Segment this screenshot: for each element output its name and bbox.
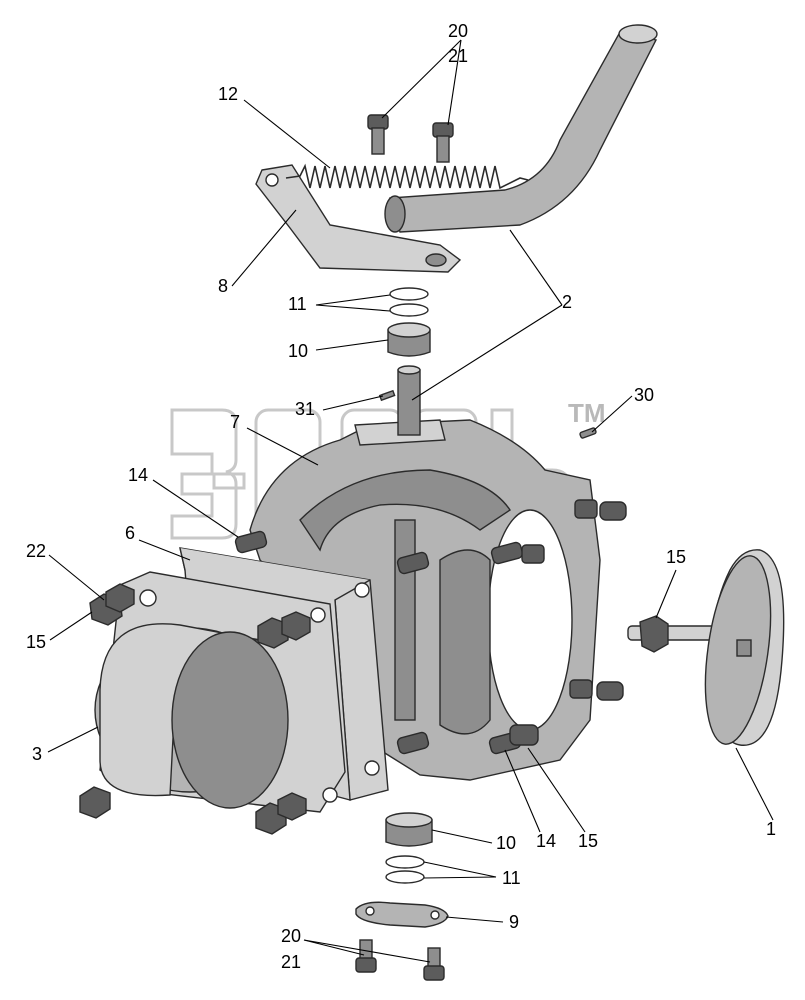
flange-nuts [79, 583, 311, 835]
callout-30: 30 [634, 385, 654, 405]
callout-15-bottom: 15 [578, 831, 598, 851]
callout-11-bottom: 11 [502, 868, 521, 888]
cover-plate [355, 901, 449, 928]
upper-bushing [387, 322, 431, 357]
callout-14-bottom: 14 [536, 831, 556, 851]
callout-21-bottom: 21 [281, 952, 301, 972]
callout-8: 8 [218, 276, 228, 296]
callout-10-bottom: 10 [496, 833, 516, 853]
return-spring [285, 163, 529, 190]
lever-bracket [255, 164, 462, 273]
callout-7: 7 [230, 412, 240, 432]
callout-22: 22 [26, 541, 46, 561]
callout-labels: 20 21 12 8 11 10 2 31 30 7 14 6 22 15 15… [26, 21, 776, 972]
leader-lines [47, 39, 774, 963]
callout-15-right: 15 [666, 547, 686, 567]
callout-3: 3 [32, 744, 42, 764]
callout-20-top: 20 [448, 21, 468, 41]
callout-2: 2 [562, 292, 572, 312]
callout-20-bottom: 20 [281, 926, 301, 946]
inlet-flange [94, 571, 346, 813]
throttle-disc [627, 549, 785, 746]
callout-21-top: 21 [448, 46, 468, 66]
lower-washers [385, 855, 425, 884]
pin-30 [579, 427, 597, 439]
lower-bushing [385, 812, 433, 847]
bottom-bolts [355, 939, 445, 981]
valve-body [249, 365, 601, 781]
callout-15-left: 15 [26, 632, 46, 652]
upper-washers [389, 287, 429, 317]
callout-31: 31 [295, 399, 315, 419]
lever-tube [384, 24, 658, 233]
callout-6: 6 [125, 523, 135, 543]
callout-12: 12 [218, 84, 238, 104]
callout-1: 1 [766, 819, 776, 839]
callout-10-top: 10 [288, 341, 308, 361]
callout-14-left: 14 [128, 465, 148, 485]
pin-31 [378, 389, 396, 402]
callout-9: 9 [509, 912, 519, 932]
top-bolts [367, 114, 454, 163]
watermark-trademark: TM [568, 398, 606, 428]
callout-11-top: 11 [288, 294, 307, 314]
